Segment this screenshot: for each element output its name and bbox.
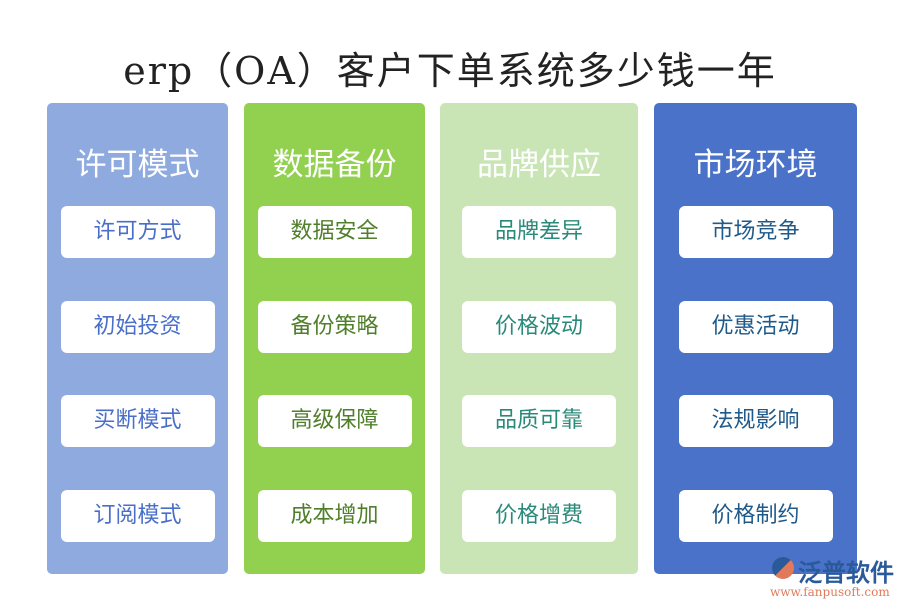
list-item: 许可方式 [60,206,215,258]
list-item: 买断模式 [60,395,215,447]
list-item: 高级保障 [257,395,412,447]
column-heading: 品牌供应 [477,147,601,183]
logo: 泛普软件 www.fanpusoft.com [770,553,895,599]
column-2: 数据备份数据安全备份策略高级保障成本增加 [244,103,425,574]
list-item: 数据安全 [257,206,412,258]
list-item: 优惠活动 [678,301,833,353]
list-item: 备份策略 [257,301,412,353]
list-item: 品牌差异 [462,206,616,258]
list-item: 市场竞争 [678,206,833,258]
page-title: erp（OA）客户下单系统多少钱一年 [123,49,777,93]
list-item: 法规影响 [678,395,833,447]
column-heading: 许可模式 [75,147,200,183]
list-item: 成本增加 [257,490,412,542]
column-3: 品牌供应品牌差异价格波动品质可靠价格增费 [440,103,638,574]
logo-url: www.fanpusoft.com [770,585,890,599]
list-item: 初始投资 [60,301,215,353]
list-item: 订阅模式 [60,490,215,542]
list-item: 价格波动 [462,301,616,353]
column-1: 许可模式许可方式初始投资买断模式订阅模式 [47,103,228,574]
list-item: 价格制约 [678,490,833,542]
logo-icon [772,557,794,579]
column-4: 市场环境市场竞争优惠活动法规影响价格制约 [654,103,857,574]
list-item: 品质可靠 [462,395,616,447]
logo-name: 泛普软件 [798,559,894,587]
column-heading: 市场环境 [693,147,818,183]
list-item: 价格增费 [462,490,616,542]
column-heading: 数据备份 [272,147,397,183]
